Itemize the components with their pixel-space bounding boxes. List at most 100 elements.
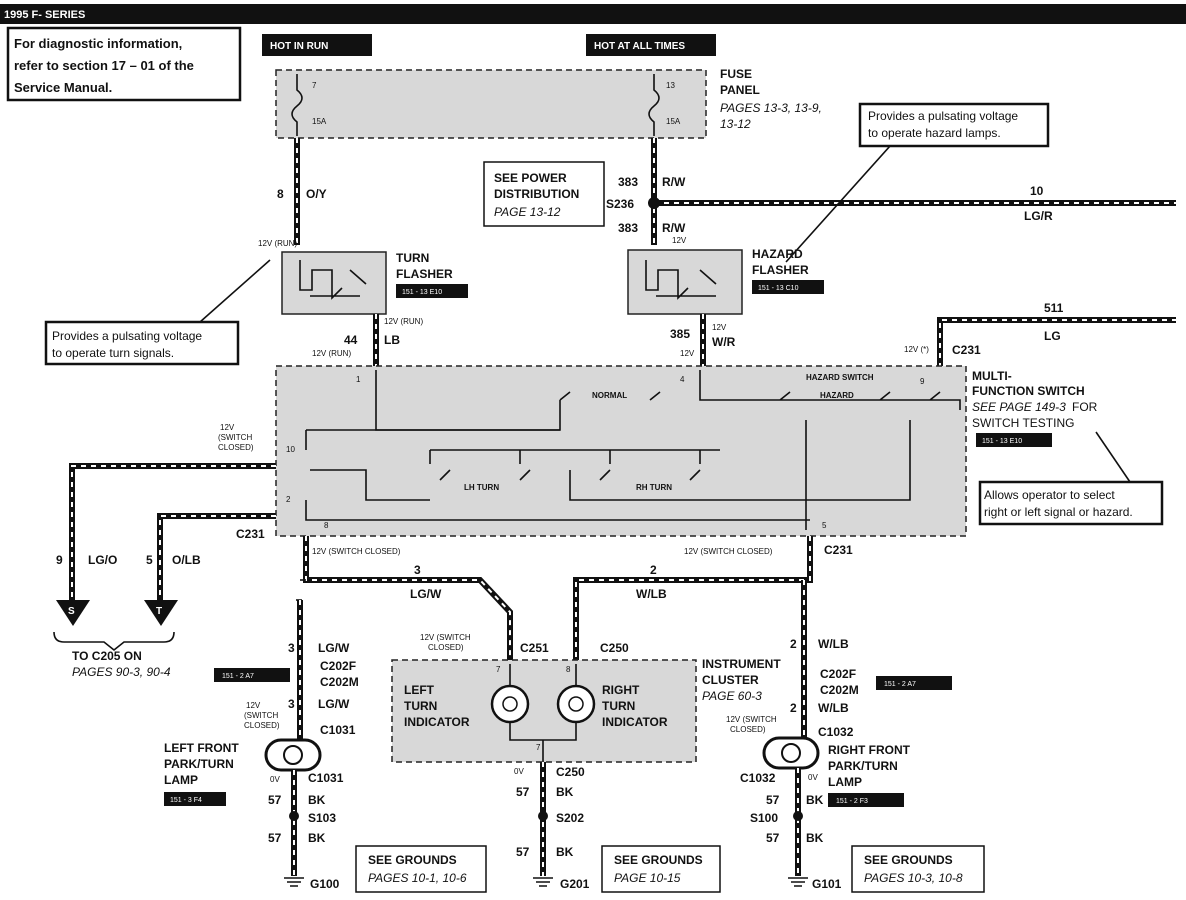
- left-lamp-name-1: LEFT FRONT: [164, 741, 239, 755]
- wire-385-number: 385: [670, 327, 690, 341]
- turn-flasher-name-2: FLASHER: [396, 267, 453, 281]
- cluster-right-3: INDICATOR: [602, 715, 668, 729]
- ground-g201-label: G201: [560, 877, 590, 891]
- mfs-pin-8: 8: [324, 521, 329, 530]
- wire-8-number: 8: [277, 187, 284, 201]
- fuse-b-number: 13: [666, 81, 675, 90]
- mfs-normal-label: NORMAL: [592, 391, 627, 400]
- c1031-bottom: C1031: [308, 771, 344, 785]
- diagnostic-note: For diagnostic information, refer to sec…: [6, 26, 242, 102]
- wire-57e-color: BK: [806, 793, 824, 807]
- left-front-lamp-icon: [264, 738, 322, 772]
- hazard-flasher-12v: 12V: [672, 236, 687, 245]
- wire-3-color: LG/W: [410, 587, 442, 601]
- turn-flasher-code-box: [396, 284, 468, 298]
- cluster-12v-2: CLOSED): [428, 643, 464, 652]
- left-lamp-0v: 0V: [270, 775, 280, 784]
- wire-2-number: 2: [650, 563, 657, 577]
- hot-at-all-times-label: [586, 34, 716, 56]
- cluster-page: PAGE 60-3: [702, 689, 762, 703]
- mfs-pin-2: 2: [286, 495, 291, 504]
- c202-right-code-box: [876, 676, 952, 690]
- splice-s202-label: S202: [556, 811, 584, 825]
- callout-hazard-line-2: to operate hazard lamps.: [868, 126, 1001, 140]
- wire-10-color: LG/R: [1024, 209, 1053, 223]
- connector-t-icon: [144, 600, 178, 626]
- ground-g101-icon: [788, 877, 808, 887]
- mfs-12v-star: 12V (*): [904, 345, 929, 354]
- right-front-lamp-icon: [762, 736, 820, 770]
- mfs-12v-sc-3: CLOSED): [218, 443, 254, 452]
- c202-left-code-box: [214, 668, 290, 682]
- wire-57a-color: BK: [308, 793, 326, 807]
- hazard-flasher-name-2: FLASHER: [752, 263, 809, 277]
- c202m-right: C202M: [820, 683, 859, 697]
- left-lamp-name-3: LAMP: [164, 773, 198, 787]
- callout-hazard: Provides a pulsating voltage to operate …: [785, 102, 1050, 263]
- to-c205-label: TO C205 ON: [72, 649, 142, 663]
- hot-at-all-times-text: HOT AT ALL TIMES: [594, 41, 685, 52]
- c1032-top: C1032: [818, 725, 854, 739]
- connector-c250-bottom: C250: [556, 765, 585, 779]
- mfs-page-3: SWITCH TESTING: [972, 416, 1074, 430]
- cluster-pin-7a: 7: [496, 665, 501, 674]
- cluster-left-2: TURN: [404, 699, 437, 713]
- wire-57d-number: 57: [516, 845, 530, 859]
- wire-511-number: 511: [1044, 301, 1064, 315]
- wire-9-color: LG/O: [88, 553, 117, 567]
- grounds-1-pages: PAGES 10-1, 10-6: [368, 871, 467, 885]
- mfs-c231-left: C231: [236, 527, 265, 541]
- wire-10-number: 10: [1030, 184, 1044, 198]
- hazard-flasher-name-1: HAZARD: [752, 247, 803, 261]
- ground-g201-icon: [533, 877, 553, 887]
- mfs-pin-10: 10: [286, 445, 295, 454]
- hot-in-run-text: HOT IN RUN: [270, 41, 328, 52]
- wire-57c-number: 57: [516, 785, 530, 799]
- connector-s-label: S: [68, 606, 75, 617]
- right-lamp-0v: 0V: [808, 773, 818, 782]
- note-line-1: For diagnostic information,: [14, 36, 182, 51]
- hazard-flasher-code: 151 - 13 C10: [758, 285, 799, 292]
- ground-g101-label: G101: [812, 877, 842, 891]
- grounds-1-title: SEE GROUNDS: [368, 853, 457, 867]
- cluster-right-2: TURN: [602, 699, 635, 713]
- cluster-left-1: LEFT: [404, 683, 435, 697]
- grounds-2-pages: PAGE 10-15: [614, 871, 681, 885]
- mfs-name-2: FUNCTION SWITCH: [972, 384, 1085, 398]
- mfs-pin-5: 5: [822, 521, 827, 530]
- turn-flasher-12v-run: 12V (RUN): [258, 239, 297, 248]
- mfs-hazard-label: HAZARD: [820, 391, 854, 400]
- left-lamp-12v-1: 12V: [246, 701, 261, 710]
- turn-flasher: [281, 251, 387, 315]
- fuse-panel-title-2: PANEL: [720, 83, 760, 97]
- hazard-flasher-code-box: [752, 280, 824, 294]
- cluster-pin-7b: 7: [536, 743, 541, 752]
- wire-383a-color: R/W: [662, 175, 686, 189]
- mfs-c231-top: C231: [952, 343, 981, 357]
- right-lamp-code-box: [828, 793, 904, 807]
- left-lamp-12v-2: (SWITCH: [244, 711, 278, 720]
- callout-turn-line-1: Provides a pulsating voltage: [52, 329, 202, 343]
- wire-57b-number: 57: [268, 831, 282, 845]
- hot-in-run-label: [262, 34, 372, 56]
- wire-9-number: 9: [56, 553, 63, 567]
- wire-2b-number: 2: [790, 637, 797, 651]
- wire-3-number: 3: [414, 563, 421, 577]
- grounds-3-title: SEE GROUNDS: [864, 853, 953, 867]
- connector-c250-top: C250: [600, 641, 629, 655]
- mfs-pin-4: 4: [680, 375, 685, 384]
- wire-57c-color: BK: [556, 785, 574, 799]
- left-lamp-12v-3: CLOSED): [244, 721, 280, 730]
- connector-t-label: T: [156, 606, 162, 617]
- c202-right-code: 151 - 2 A7: [884, 681, 916, 688]
- right-lamp-name-1: RIGHT FRONT: [828, 743, 911, 757]
- c202f-right: C202F: [820, 667, 856, 681]
- multi-function-switch: [275, 365, 967, 537]
- wire-2c-color: W/LB: [818, 701, 849, 715]
- power-dist-page: PAGE 13-12: [494, 205, 561, 219]
- header-title: 1995 F- SERIES: [4, 9, 85, 21]
- fuse-a-number: 7: [312, 81, 317, 90]
- turn-flasher-12v-run-2: 12V (RUN): [384, 317, 423, 326]
- wire-57b-color: BK: [308, 831, 326, 845]
- wire-2c-number: 2: [790, 701, 797, 715]
